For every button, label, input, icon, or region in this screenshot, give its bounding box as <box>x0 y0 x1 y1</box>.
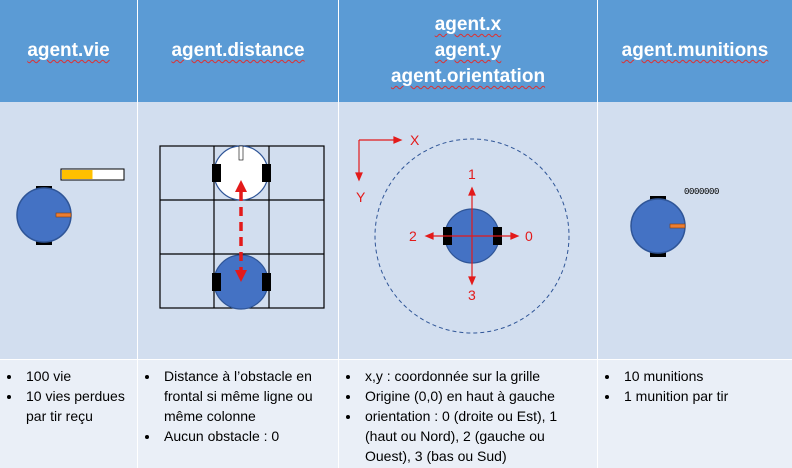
header-distance-label: agent.distance <box>171 40 305 61</box>
axis-x-label: X <box>410 132 420 148</box>
header-orientation-label: agent.orientation <box>390 66 546 87</box>
header-y-label: agent.y <box>434 40 502 61</box>
health-bar-fill <box>62 170 93 179</box>
list-item: 1 munition par tir <box>620 386 786 406</box>
arrow-down-icon <box>235 270 247 282</box>
axis-y-label: Y <box>356 189 366 205</box>
header-vie-label: agent.vie <box>27 40 110 61</box>
agent-cannon <box>55 212 72 218</box>
description-distance: Distance à l’obstacle en frontal si même… <box>138 359 339 468</box>
list-item: 100 vie <box>22 366 131 386</box>
header-x-label: agent.x <box>434 14 502 35</box>
direction-south-label: 3 <box>468 287 476 303</box>
direction-west-label: 2 <box>409 228 417 244</box>
list-item: x,y : coordonnée sur la grille <box>361 366 591 386</box>
header-vie: agent.vie <box>0 0 138 102</box>
illustration-vie <box>0 102 138 359</box>
header-munitions: agent.munitions <box>598 0 792 102</box>
agent-cannon <box>669 223 686 229</box>
arrow-up-icon <box>235 180 247 192</box>
header-position: agent.x agent.y agent.orientation <box>339 0 598 102</box>
list-item: Aucun obstacle : 0 <box>160 426 332 446</box>
munitions-drawing: 0000000 <box>630 187 719 257</box>
direction-north-label: 1 <box>468 166 476 182</box>
header-munitions-label: agent.munitions <box>621 40 769 61</box>
axes <box>355 136 403 182</box>
obstacle-wheel-right <box>262 164 271 182</box>
list-item: 10 munitions <box>620 366 786 386</box>
header-distance: agent.distance <box>138 0 339 102</box>
list-item: Distance à l’obstacle en frontal si même… <box>160 366 332 426</box>
range-circle <box>374 138 570 334</box>
direction-east-label: 0 <box>525 228 533 244</box>
list-item: 10 vies perdues par tir reçu <box>22 386 131 426</box>
description-distance-list: Distance à l’obstacle en frontal si même… <box>138 366 332 446</box>
description-vie: 100 vie 10 vies perdues par tir reçu <box>0 359 138 468</box>
vie-drawing <box>16 168 125 245</box>
description-position-list: x,y : coordonnée sur la grille Origine (… <box>339 366 591 466</box>
obstacle-cannon <box>238 145 244 161</box>
distance-drawing <box>159 145 325 310</box>
description-munitions-list: 10 munitions 1 munition par tir <box>598 366 786 406</box>
ammo-counter: 0000000 <box>684 187 719 197</box>
obstacle-wheel-left <box>212 164 221 182</box>
illustration-position: X Y 1 2 0 3 <box>339 102 598 359</box>
list-item: orientation : 0 (droite ou Est), 1 (haut… <box>361 406 591 466</box>
description-vie-list: 100 vie 10 vies perdues par tir reçu <box>0 366 131 426</box>
direction-arrows <box>424 186 520 286</box>
description-position: x,y : coordonnée sur la grille Origine (… <box>339 359 598 468</box>
agent-wheel-right <box>262 273 271 291</box>
description-munitions: 10 munitions 1 munition par tir <box>598 359 792 468</box>
list-item: Origine (0,0) en haut à gauche <box>361 386 591 406</box>
illustration-munitions: 0000000 <box>598 102 792 359</box>
illustration-distance <box>138 102 339 359</box>
agent-wheel-left <box>212 273 221 291</box>
position-drawing: X Y 1 2 0 3 <box>355 132 570 334</box>
